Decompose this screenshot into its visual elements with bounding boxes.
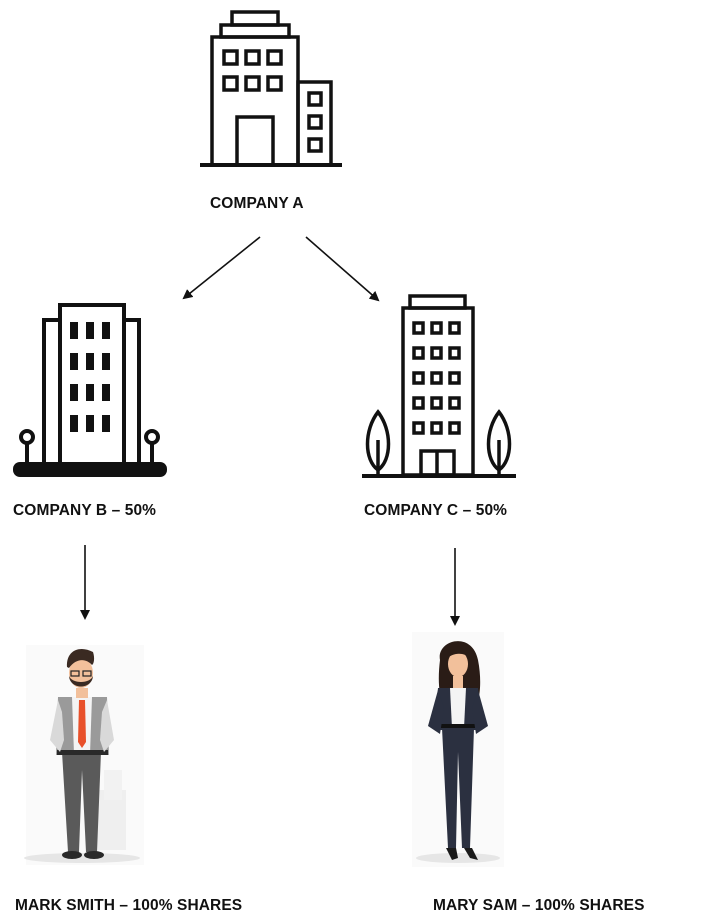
company-a-label: COMPANY A [210,195,304,212]
mark-smith-label: MARK SMITH – 100% SHARES [15,897,243,914]
mary-sam-label: MARY SAM – 100% SHARES [433,897,645,914]
tower-building-icon [13,303,167,477]
company-b-label: COMPANY B – 50% [13,502,157,519]
arrow-a-to-c [305,236,380,302]
building-with-trees-icon [362,294,516,478]
company-c-label: COMPANY C – 50% [364,502,508,519]
businesswoman-illustration [412,632,504,867]
businessman-illustration [24,645,144,865]
arrow-a-to-b [182,236,261,300]
office-building-icon [200,10,342,167]
